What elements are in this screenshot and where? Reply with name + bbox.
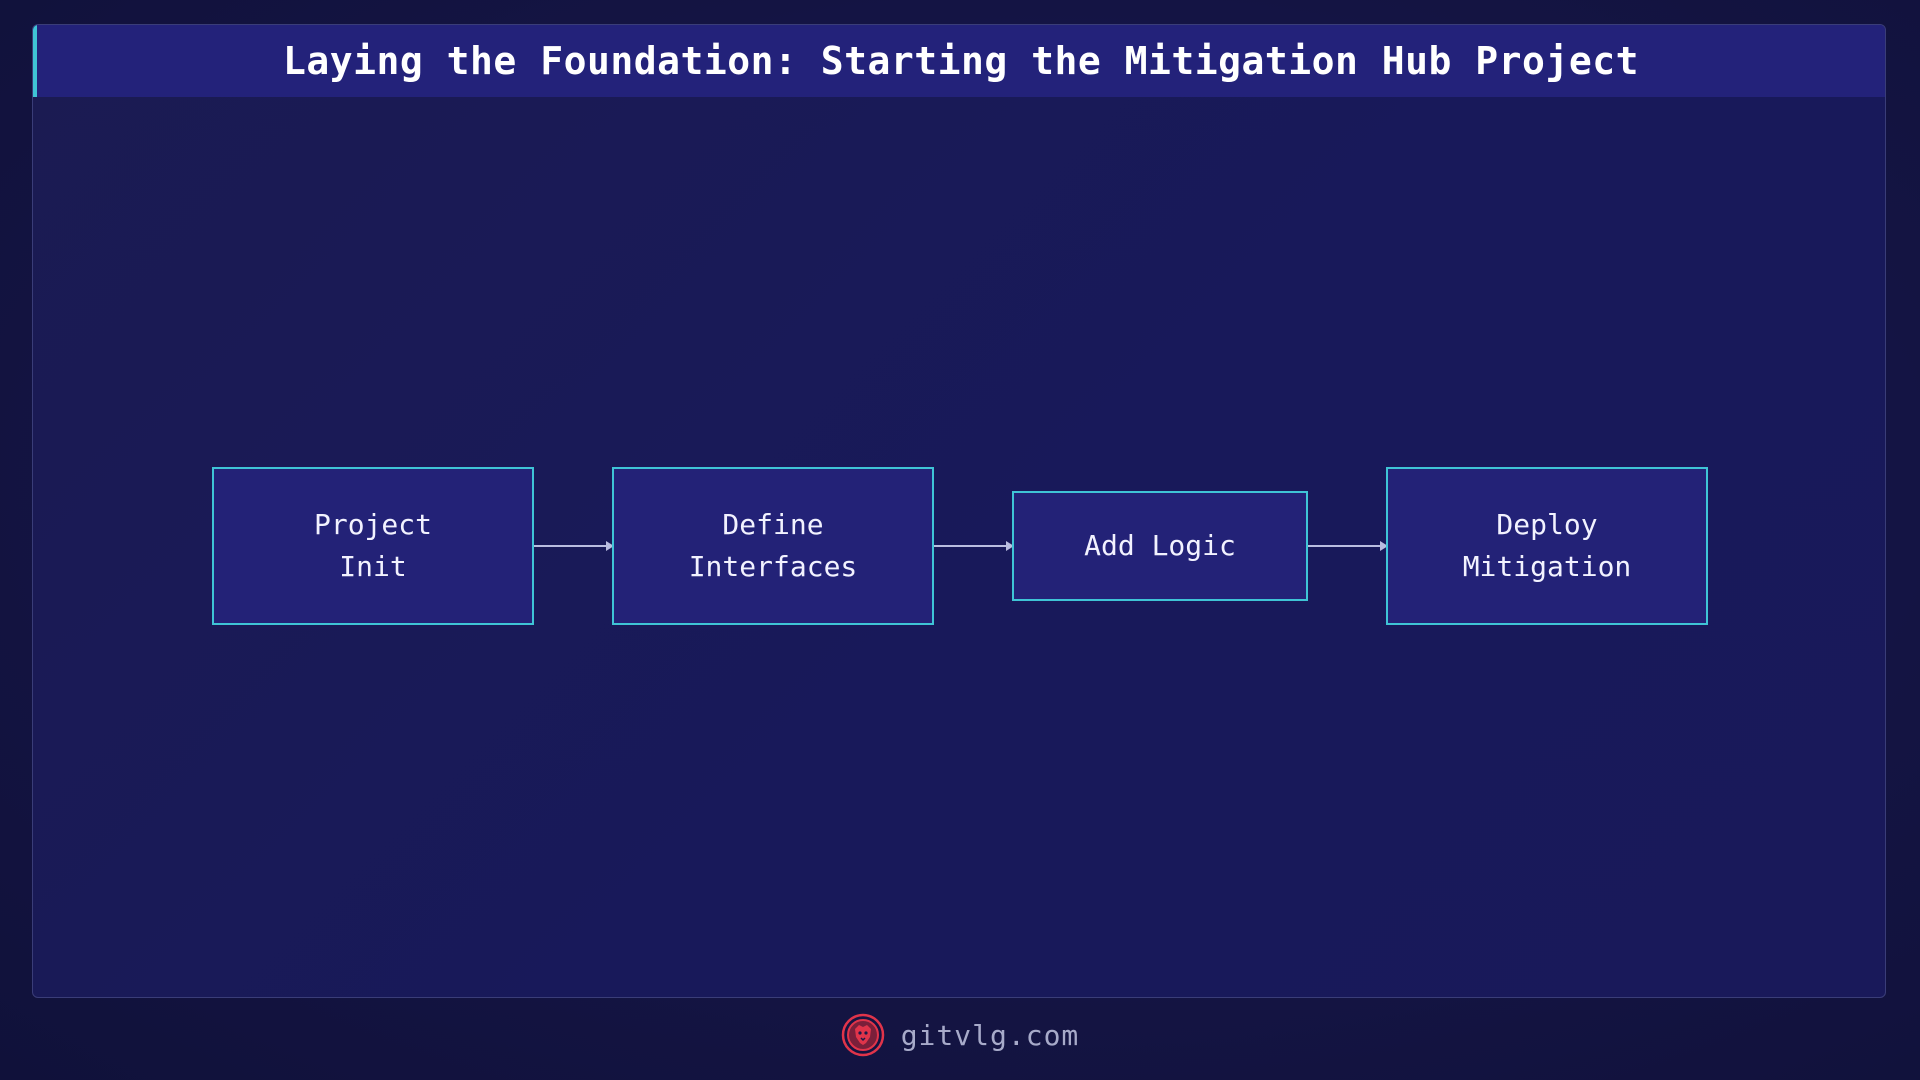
lion-head-icon [841,1013,884,1057]
page-title: Laying the Foundation: Starting the Miti… [283,39,1639,83]
footer: gitvlg.com [0,1010,1920,1060]
node-deploy-mitigation: Deploy Mitigation [1386,467,1708,625]
footer-site-link[interactable]: gitvlg.com [900,1018,1080,1052]
node-add-logic: Add Logic [1012,491,1308,601]
node-project-init: Project Init [212,467,534,625]
title-bar: Laying the Foundation: Starting the Miti… [33,25,1885,97]
node-define-interfaces: Define Interfaces [612,467,934,625]
